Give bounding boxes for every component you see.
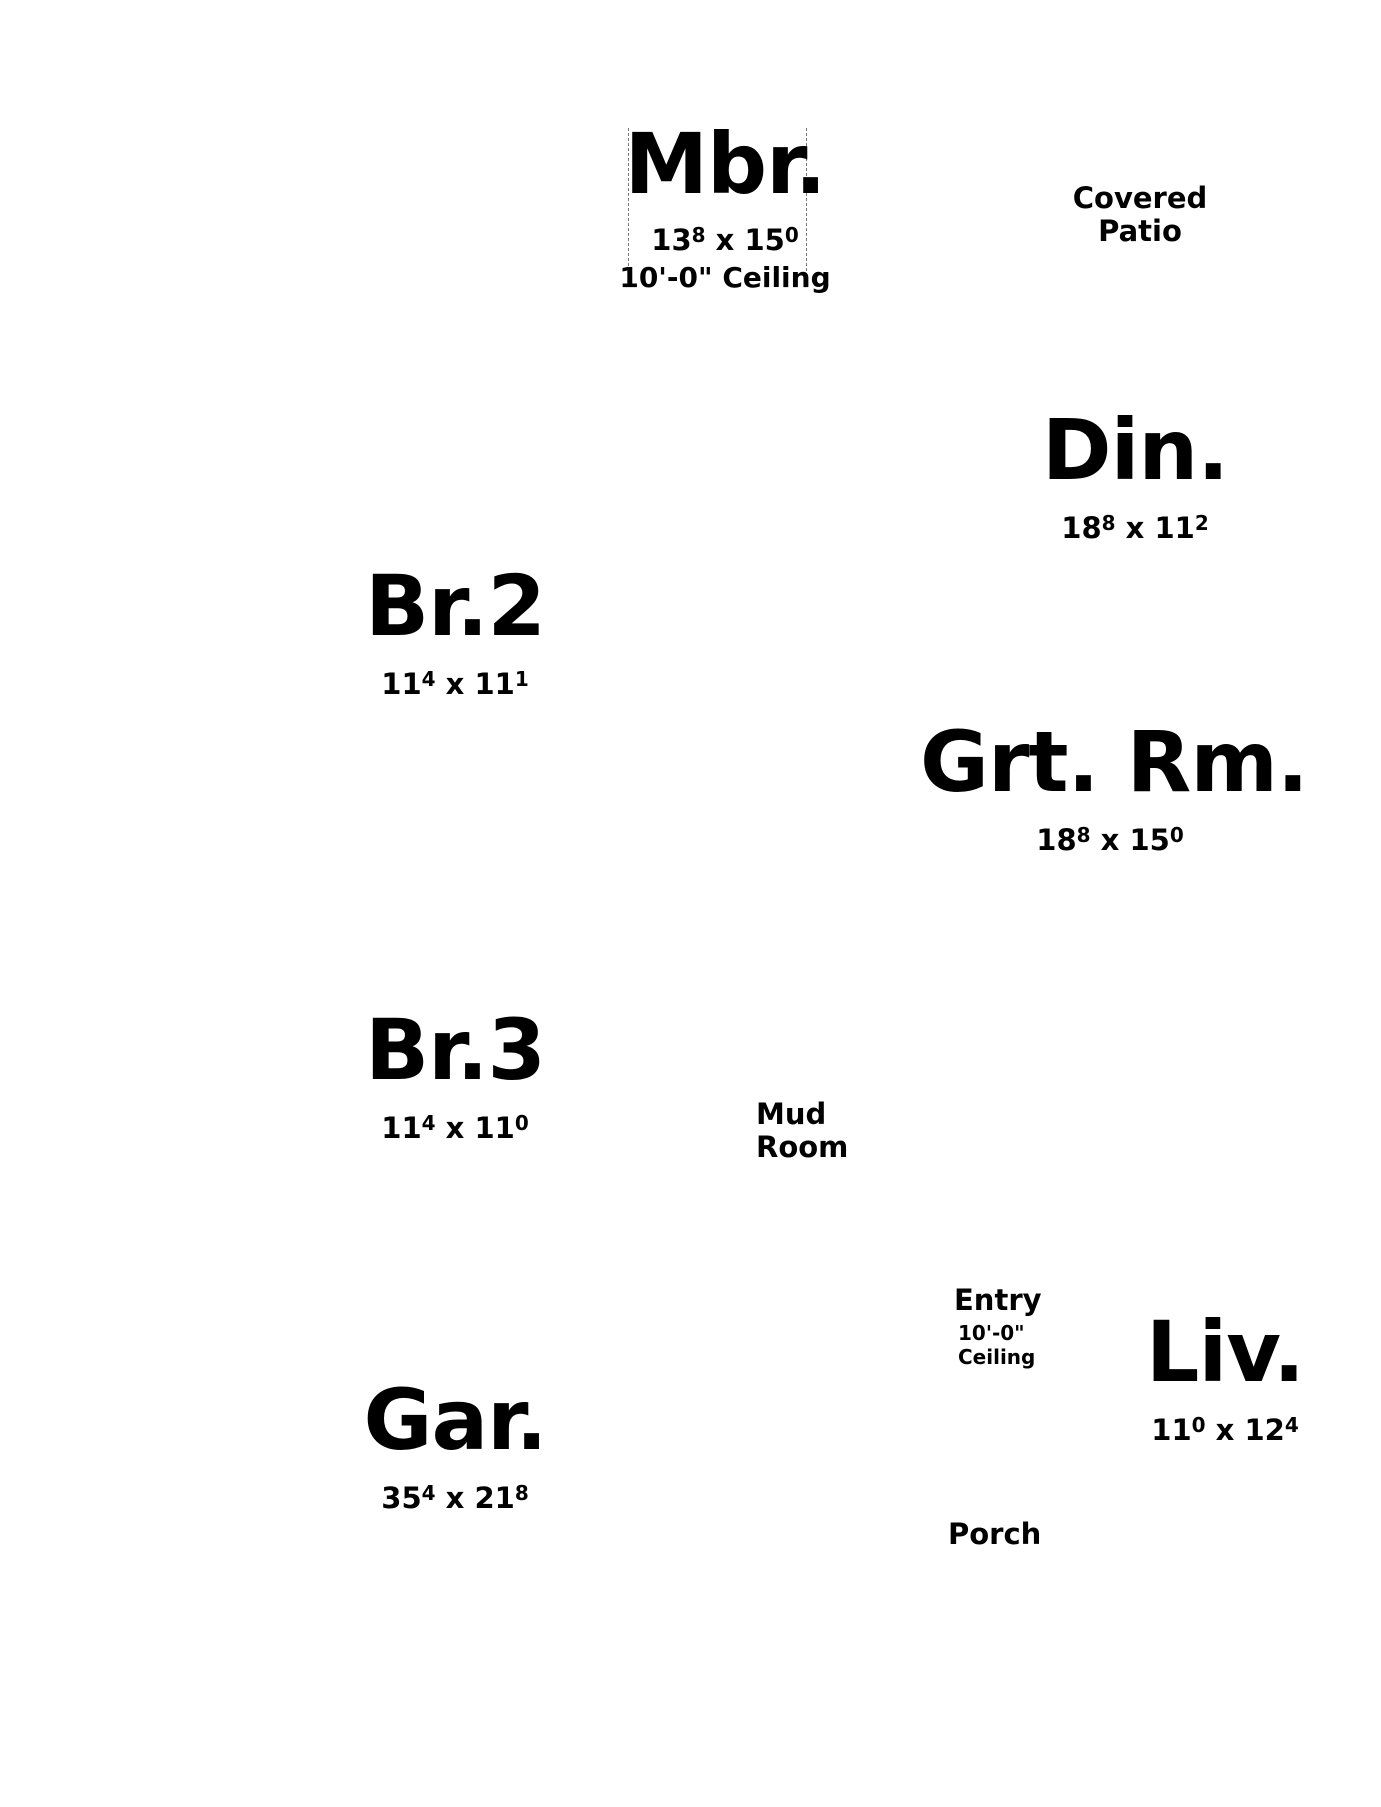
room-din: Din. 188 x 112 bbox=[1020, 408, 1250, 543]
room-name: Liv. bbox=[1145, 1303, 1305, 1401]
room-name: Porch bbox=[948, 1517, 1042, 1551]
room-porch: Porch bbox=[948, 1517, 1068, 1551]
room-br2: Br.2 114 x 111 bbox=[340, 564, 570, 699]
room-liv: Liv. 110 x 124 bbox=[1130, 1310, 1320, 1445]
room-name: Br.2 bbox=[365, 557, 546, 655]
dashed-guide-right bbox=[806, 128, 807, 276]
room-garage: Gar. 354 x 218 bbox=[340, 1378, 570, 1513]
room-covered-patio: Covered Patio bbox=[1060, 181, 1220, 249]
room-name: Br.3 bbox=[365, 1001, 546, 1099]
room-mbr: Mbr. 138 x 150 10'-0" Ceiling bbox=[600, 122, 850, 294]
room-name-line2: Room bbox=[756, 1130, 849, 1165]
room-dimensions: 114 x 111 bbox=[381, 667, 529, 701]
room-ceiling: 10'-0" Ceiling bbox=[619, 261, 831, 294]
room-name-line1: Mud bbox=[756, 1097, 827, 1131]
room-great-room: Grt. Rm. 188 x 150 bbox=[920, 713, 1309, 857]
room-name: Gar. bbox=[363, 1371, 548, 1469]
room-name-line2: Patio bbox=[1098, 214, 1182, 249]
room-dimensions: 110 x 124 bbox=[1151, 1413, 1299, 1447]
dashed-guide-left bbox=[628, 128, 629, 276]
room-dimensions: 138 x 150 bbox=[651, 223, 799, 257]
room-dimensions: 114 x 110 bbox=[381, 1111, 529, 1145]
room-entry: Entry 10'-0" Ceiling bbox=[954, 1283, 1074, 1370]
room-ceiling-line1: 10'-0" bbox=[958, 1321, 1025, 1346]
room-mud-room: Mud Room bbox=[756, 1097, 896, 1165]
room-name: Grt. Rm. bbox=[920, 713, 1309, 811]
room-name: Mbr. bbox=[624, 115, 826, 213]
room-ceiling-line2: Ceiling bbox=[958, 1345, 1036, 1370]
room-name-line1: Covered bbox=[1072, 181, 1208, 215]
room-dimensions: 188 x 150 bbox=[1036, 823, 1184, 857]
room-dimensions: 354 x 218 bbox=[381, 1481, 529, 1515]
room-name: Din. bbox=[1041, 401, 1229, 499]
room-dimensions: 188 x 112 bbox=[1061, 511, 1209, 545]
room-name: Entry bbox=[954, 1283, 1042, 1317]
room-br3: Br.3 114 x 110 bbox=[340, 1008, 570, 1143]
